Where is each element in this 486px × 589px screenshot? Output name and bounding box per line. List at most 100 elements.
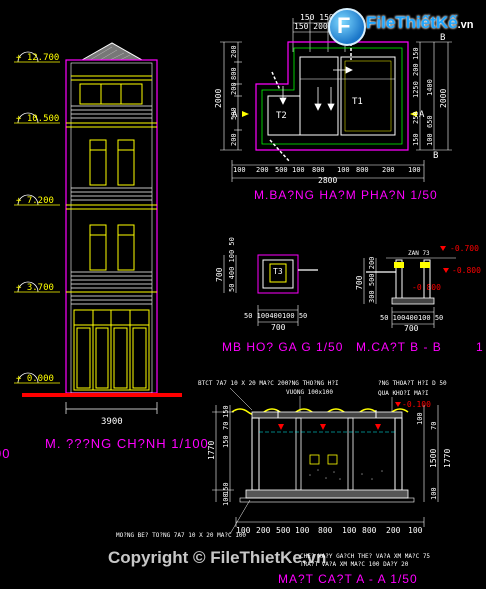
width-dimension	[65, 402, 158, 414]
chamber-t1	[340, 56, 396, 136]
plan-bottom-dim-5: 800	[312, 166, 325, 174]
chamber-t2-label: T2	[276, 111, 287, 121]
plan-flow-arrows	[279, 66, 353, 111]
section-b-cap-right	[420, 262, 430, 268]
plan-bottom-dim-lines	[231, 160, 425, 182]
section-a-dim-right-4: 100	[430, 487, 438, 500]
plan-bottom-dim-2: 200	[256, 166, 269, 174]
level-label-1: + 12.700	[16, 53, 59, 63]
leader-line-4	[229, 499, 251, 535]
site-logo[interactable]: F FileThiếtKế.vn	[328, 4, 478, 46]
section-a-foundation	[239, 497, 415, 503]
section-a-right-total: 1770	[443, 449, 452, 468]
plan-bottom-dim-6: 100	[337, 166, 350, 174]
section-a-dim-right-3: 1500	[429, 449, 438, 468]
section-a-right-wall	[394, 417, 403, 491]
section-a-vent-note-3: ?NG THOA?T H?I D 50	[378, 380, 447, 387]
section-b-title: M.CA?T B - B	[356, 340, 442, 354]
plan-bottom-dim-7: 800	[356, 166, 369, 174]
level-marker-a	[395, 402, 401, 407]
balcony-railings	[71, 105, 152, 305]
section-a-bottom-dim-4: 100	[295, 526, 310, 535]
storefront	[73, 309, 150, 391]
plan-right-dim-2: 200	[412, 63, 420, 76]
section-mark-b-bottom: B	[433, 151, 438, 161]
plan-bottom-dim-9: 100	[408, 166, 421, 174]
chamber-t1-inner	[344, 60, 392, 132]
roof-gable	[80, 42, 144, 61]
section-a-bottom-dim-1: 100	[236, 526, 251, 535]
manhole-dims-left: 50 400 100 50	[228, 237, 236, 292]
opening-2	[327, 454, 338, 465]
section-a-dim-right-2: 70	[430, 422, 438, 430]
septic-plan: 150 150 150 200 150 T2 T1 A A B B	[214, 13, 452, 202]
section-a-bottom-dim-lines	[235, 517, 425, 527]
plan-total-dim: 2800	[318, 176, 337, 185]
section-mark-b-top: B	[440, 33, 445, 43]
ground-line	[22, 393, 182, 397]
level-label-4: + 3.700	[16, 283, 54, 293]
manhole-inner	[269, 263, 287, 283]
plan-right-dim-lines	[416, 41, 452, 151]
section-b-level-1: -0.700	[450, 244, 479, 253]
section-b: ZAN 73 -0.700 -0.800 -0.800 300 500 200 …	[355, 244, 484, 354]
section-a-base	[245, 489, 409, 499]
chamber-t2-main	[299, 56, 339, 136]
plan-top-dims-2: 150 200 150	[294, 22, 347, 31]
level-label-3: + 7.200	[16, 196, 54, 206]
section-a-flow-markers	[278, 424, 381, 430]
section-a-note-bottom-right-1: CHE? XA?Y GA?CH THE? VA?A XM MA?C 75	[300, 553, 430, 560]
section-a-note-bottom-left: MO?NG BE? TO?NG 7A7 10 X 20 MA?C 100	[116, 532, 246, 539]
section-a-dim-left-2: 70	[222, 422, 230, 430]
chamber-t2	[267, 95, 301, 136]
plan-right-outer-2: 650	[426, 115, 434, 128]
plan-right-dim-4: 250	[412, 111, 420, 124]
section-a-vent-note-2: VUONG 100x100	[286, 389, 333, 396]
logo-badge-icon: F	[328, 8, 366, 46]
section-mark-a-left: A	[232, 110, 238, 120]
section-a-left-wall	[251, 417, 260, 491]
manhole-outer	[257, 254, 299, 294]
section-arrow-a-left	[242, 111, 249, 117]
section-b-tag: ZAN 73	[408, 250, 430, 257]
plan-bottom-dim-8: 200	[382, 166, 395, 174]
section-b-total-bottom: 700	[404, 324, 419, 333]
plan-left-dim-lines	[220, 41, 242, 151]
logo-text: FileThiếtKế.vn	[366, 13, 474, 32]
section-b-edge-fragment: 1	[476, 340, 484, 354]
manhole-dim-lines	[223, 255, 299, 326]
section-a-mid-wall-2	[347, 417, 354, 491]
section-b-cap-left	[394, 262, 404, 268]
manhole-wall	[262, 259, 294, 289]
section-a-dim-left-3: 150	[222, 435, 230, 448]
plan-left-dim-1: 200	[230, 45, 238, 58]
section-a-dim-left-5: 150	[222, 482, 230, 495]
section-b-dim-lines	[363, 258, 435, 328]
section-a-bottom-dim-3: 500	[276, 526, 291, 535]
plan-title: M.BA?NG HA?M PHA?N 1/50	[254, 188, 438, 202]
section-b-base	[391, 297, 435, 305]
manhole-title: MB HO? GA G 1/50	[222, 340, 343, 354]
plan-right-total: 2000	[439, 89, 448, 108]
level-label-5: + 0.000	[16, 374, 54, 384]
section-a-mid-wall-1	[295, 417, 302, 491]
section-a-dim-left-4: 1770	[207, 441, 216, 460]
floor-bands	[66, 75, 157, 293]
plan-bottom-dim-3: 500	[275, 166, 288, 174]
section-b-dims-left: 300 500 200	[368, 257, 376, 303]
section-a-bottom-dim-7: 800	[362, 526, 377, 535]
manhole-plan: T3 50 400 100 50 700 50 100400100 50 700…	[215, 237, 343, 354]
section-a-title: MA?T CA?T A - A 1/50	[278, 572, 418, 586]
plan-left-dim-5: 200	[230, 133, 238, 146]
section-a-bottom-dim-5: 800	[318, 526, 333, 535]
section-b-level-2: -0.800	[452, 266, 481, 275]
section-a-sludge	[309, 469, 383, 480]
section-a-dim-left-1: 150	[222, 405, 230, 418]
leader-line-1	[229, 387, 253, 411]
section-a-bottom-dim-2: 200	[256, 526, 271, 535]
level-label-2: + 10.500	[16, 114, 59, 124]
manhole-total-bottom: 700	[271, 323, 286, 332]
section-arrow-a-right	[410, 111, 417, 117]
section-a-note-top-left: BTCT 7A7 10 X 20 MA?C 200	[198, 380, 289, 387]
plan-right-outer-3: 100	[426, 133, 434, 146]
